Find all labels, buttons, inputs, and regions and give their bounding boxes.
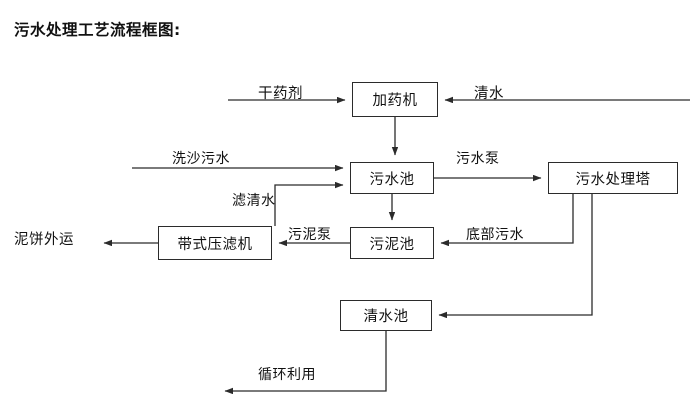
node-sludge-pool[interactable]: 污泥池 (350, 227, 434, 259)
node-label: 污水处理塔 (575, 171, 651, 188)
node-label: 加药机 (372, 93, 418, 109)
node-treatment-tower[interactable]: 污水处理塔 (548, 162, 678, 194)
edge-label-recycling-reuse: 循环利用 (258, 367, 316, 383)
terminal-clean-water-input: 清水 (474, 86, 504, 102)
page-title: 污水处理工艺流程框图: (14, 21, 181, 39)
node-label: 清水池 (363, 309, 409, 325)
connector-filtrate-to-sewage-pool (274, 181, 344, 226)
connector-tower-bottom-to-sludge-pool (440, 194, 574, 247)
node-clear-water-pool[interactable]: 清水池 (340, 300, 432, 331)
terminal-dry-chemical: 干药剂 (258, 86, 303, 102)
node-label: 带式压滤机 (177, 236, 253, 253)
node-belt-filter-press[interactable]: 带式压滤机 (158, 226, 272, 260)
node-label: 污水池 (369, 171, 415, 188)
edge-label-sewage-pump: 污水泵 (456, 151, 500, 167)
edge-label-bottom-wastewater: 底部污水 (466, 227, 524, 243)
edge-label-filtered-clear-water: 滤清水 (232, 193, 276, 209)
edge-label-sand-washing-wastewater: 洗沙污水 (172, 151, 230, 167)
edge-label-sludge-pump: 污泥泵 (288, 227, 332, 243)
connector-tower-to-clear-water-pool (438, 194, 593, 319)
terminal-mud-cake-output: 泥饼外运 (14, 232, 74, 248)
node-dosing-machine[interactable]: 加药机 (352, 82, 438, 117)
connector-clear-water-recycle (224, 331, 387, 395)
node-sewage-pool[interactable]: 污水池 (350, 162, 434, 194)
node-label: 污泥池 (369, 236, 415, 253)
